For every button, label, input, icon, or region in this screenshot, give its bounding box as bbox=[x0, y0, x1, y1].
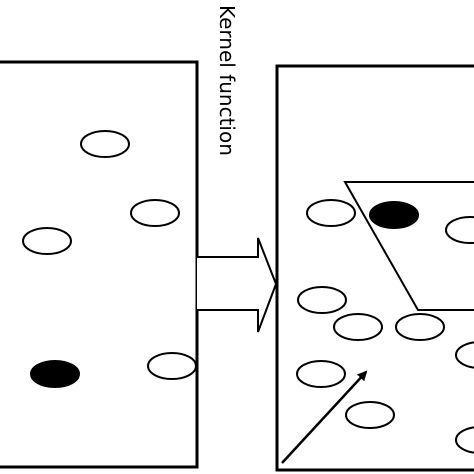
open-point bbox=[345, 401, 395, 429]
feature-space-box bbox=[275, 64, 474, 472]
open-point bbox=[297, 286, 347, 314]
kernel-function-label: Kernel function bbox=[215, 5, 239, 156]
open-point bbox=[80, 130, 130, 158]
depth-axis-arrow bbox=[281, 370, 368, 464]
input-space-points bbox=[22, 130, 197, 388]
open-point bbox=[333, 313, 383, 341]
open-point bbox=[455, 341, 474, 369]
input-space-box bbox=[0, 60, 199, 469]
filled-point bbox=[369, 201, 419, 229]
transform-arrow-shape bbox=[197, 237, 278, 333]
separating-hyperplane bbox=[343, 181, 474, 311]
feature-space-points bbox=[296, 199, 474, 454]
input-space-panel bbox=[0, 60, 199, 469]
open-point bbox=[22, 227, 72, 255]
open-point bbox=[306, 199, 356, 227]
feature-space-panel bbox=[275, 64, 474, 472]
transform-arrow bbox=[197, 237, 278, 333]
filled-point bbox=[30, 360, 80, 388]
open-point bbox=[395, 313, 445, 341]
open-point bbox=[130, 199, 180, 227]
open-point bbox=[455, 426, 474, 454]
open-point bbox=[296, 360, 346, 388]
open-point bbox=[147, 352, 197, 380]
open-point bbox=[445, 216, 474, 244]
